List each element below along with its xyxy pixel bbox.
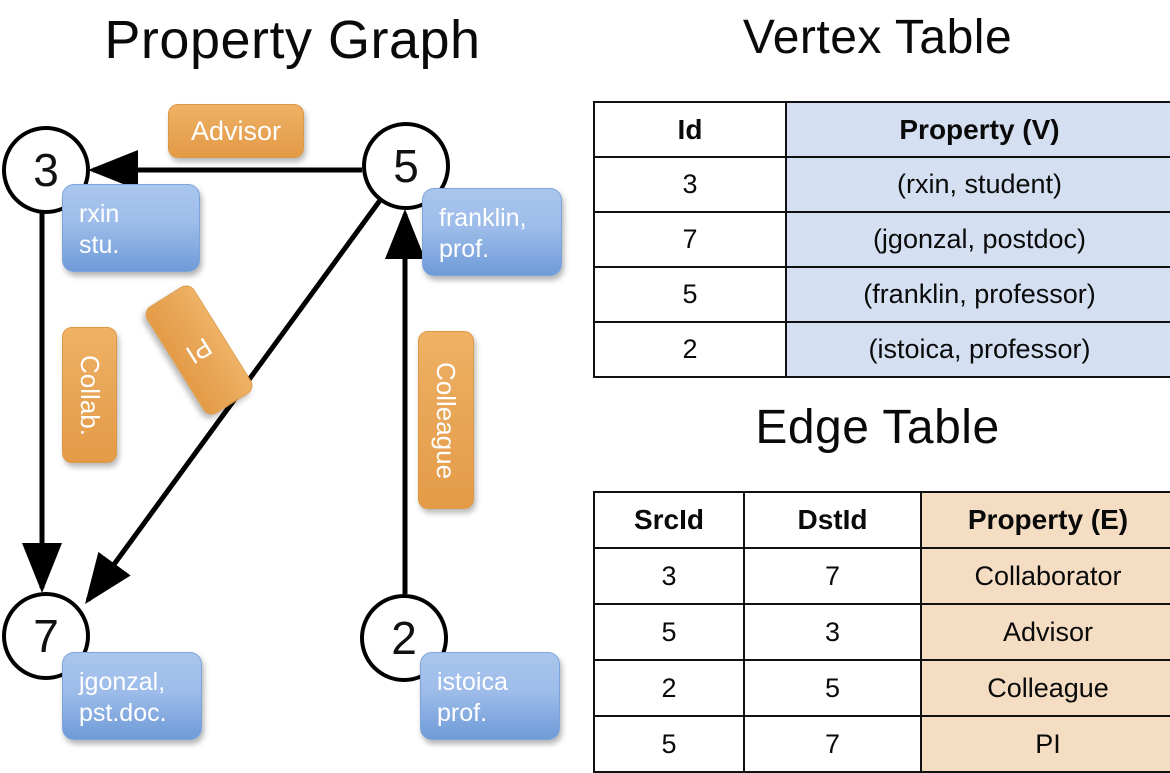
cell-dstid: 3 bbox=[743, 603, 922, 661]
node-property-line-1: istoica bbox=[437, 668, 508, 696]
table-row: 2 (istoica, professor) bbox=[593, 321, 1170, 378]
column-header-srcid: SrcId bbox=[593, 491, 745, 549]
cell-id: 5 bbox=[593, 266, 787, 323]
column-header-id: Id bbox=[593, 101, 787, 158]
graph-node-2[interactable]: 2 bbox=[360, 594, 448, 682]
cell-property: (rxin, student) bbox=[785, 156, 1170, 213]
page-title-edge-table: Edge Table bbox=[755, 401, 1000, 454]
cell-property: Advisor bbox=[920, 603, 1170, 661]
node-property-line-1: franklin, bbox=[439, 204, 527, 232]
edge-label-advisor: Advisor bbox=[168, 104, 304, 158]
node-property-line-2: pst.doc. bbox=[79, 699, 167, 727]
property-graph-diagram: 3 5 7 2 rxin stu. franklin, prof. jgonza… bbox=[0, 0, 585, 760]
cell-srcid: 3 bbox=[593, 547, 745, 605]
cell-dstid: 7 bbox=[743, 547, 922, 605]
edge-label-text: Collab. bbox=[75, 354, 105, 436]
table-header-row: SrcId DstId Property (E) bbox=[593, 491, 1170, 549]
page-title-property-graph: Property Graph bbox=[104, 10, 481, 70]
table-row: 2 5 Colleague bbox=[593, 659, 1170, 717]
node-property-line-2: prof. bbox=[439, 235, 490, 263]
node-property-box-7: jgonzal, pst.doc. bbox=[62, 652, 202, 740]
column-header-property: Property (V) bbox=[785, 101, 1170, 158]
column-header-dstid: DstId bbox=[743, 491, 922, 549]
edge-table: SrcId DstId Property (E) 3 7 Collaborato… bbox=[593, 491, 1170, 773]
table-row: 3 7 Collaborator bbox=[593, 547, 1170, 605]
vertex-table: Id Property (V) 3 (rxin, student) 7 (jgo… bbox=[593, 101, 1170, 378]
node-property-box-5: franklin, prof. bbox=[422, 188, 562, 276]
cell-id: 7 bbox=[593, 211, 787, 268]
node-property-line-1: rxin bbox=[79, 200, 120, 228]
edge-label-text: Colleague bbox=[431, 361, 462, 479]
node-property-box-3: rxin stu. bbox=[62, 184, 200, 272]
graph-node-5[interactable]: 5 bbox=[362, 122, 450, 210]
cell-dstid: 7 bbox=[743, 715, 922, 773]
node-property-line-1: jgonzal, bbox=[79, 668, 166, 696]
column-header-property: Property (E) bbox=[920, 491, 1170, 549]
node-property-box-2: istoica prof. bbox=[420, 652, 560, 740]
cell-property: Collaborator bbox=[920, 547, 1170, 605]
cell-dstid: 5 bbox=[743, 659, 922, 717]
edge-label-text: PI bbox=[180, 331, 218, 370]
table-header-row: Id Property (V) bbox=[593, 101, 1170, 158]
cell-id: 3 bbox=[593, 156, 787, 213]
cell-property: (franklin, professor) bbox=[785, 266, 1170, 323]
table-row: 3 (rxin, student) bbox=[593, 156, 1170, 213]
table-row: 5 (franklin, professor) bbox=[593, 266, 1170, 323]
node-property-line-2: stu. bbox=[79, 231, 120, 259]
edge-label-colleague: Colleague bbox=[418, 331, 474, 509]
cell-property: (jgonzal, postdoc) bbox=[785, 211, 1170, 268]
table-row: 5 7 PI bbox=[593, 715, 1170, 773]
cell-srcid: 5 bbox=[593, 715, 745, 773]
cell-property: PI bbox=[920, 715, 1170, 773]
cell-srcid: 2 bbox=[593, 659, 745, 717]
cell-property: (istoica, professor) bbox=[785, 321, 1170, 378]
edge-label-pi: PI bbox=[141, 281, 257, 419]
page-title-vertex-table: Vertex Table bbox=[742, 11, 1013, 64]
table-row: 7 (jgonzal, postdoc) bbox=[593, 211, 1170, 268]
table-row: 5 3 Advisor bbox=[593, 603, 1170, 661]
node-property-line-2: prof. bbox=[437, 699, 488, 727]
cell-srcid: 5 bbox=[593, 603, 745, 661]
cell-property: Colleague bbox=[920, 659, 1170, 717]
edge-label-text: Advisor bbox=[190, 115, 282, 146]
edge-label-collab: Collab. bbox=[62, 327, 117, 463]
cell-id: 2 bbox=[593, 321, 787, 378]
